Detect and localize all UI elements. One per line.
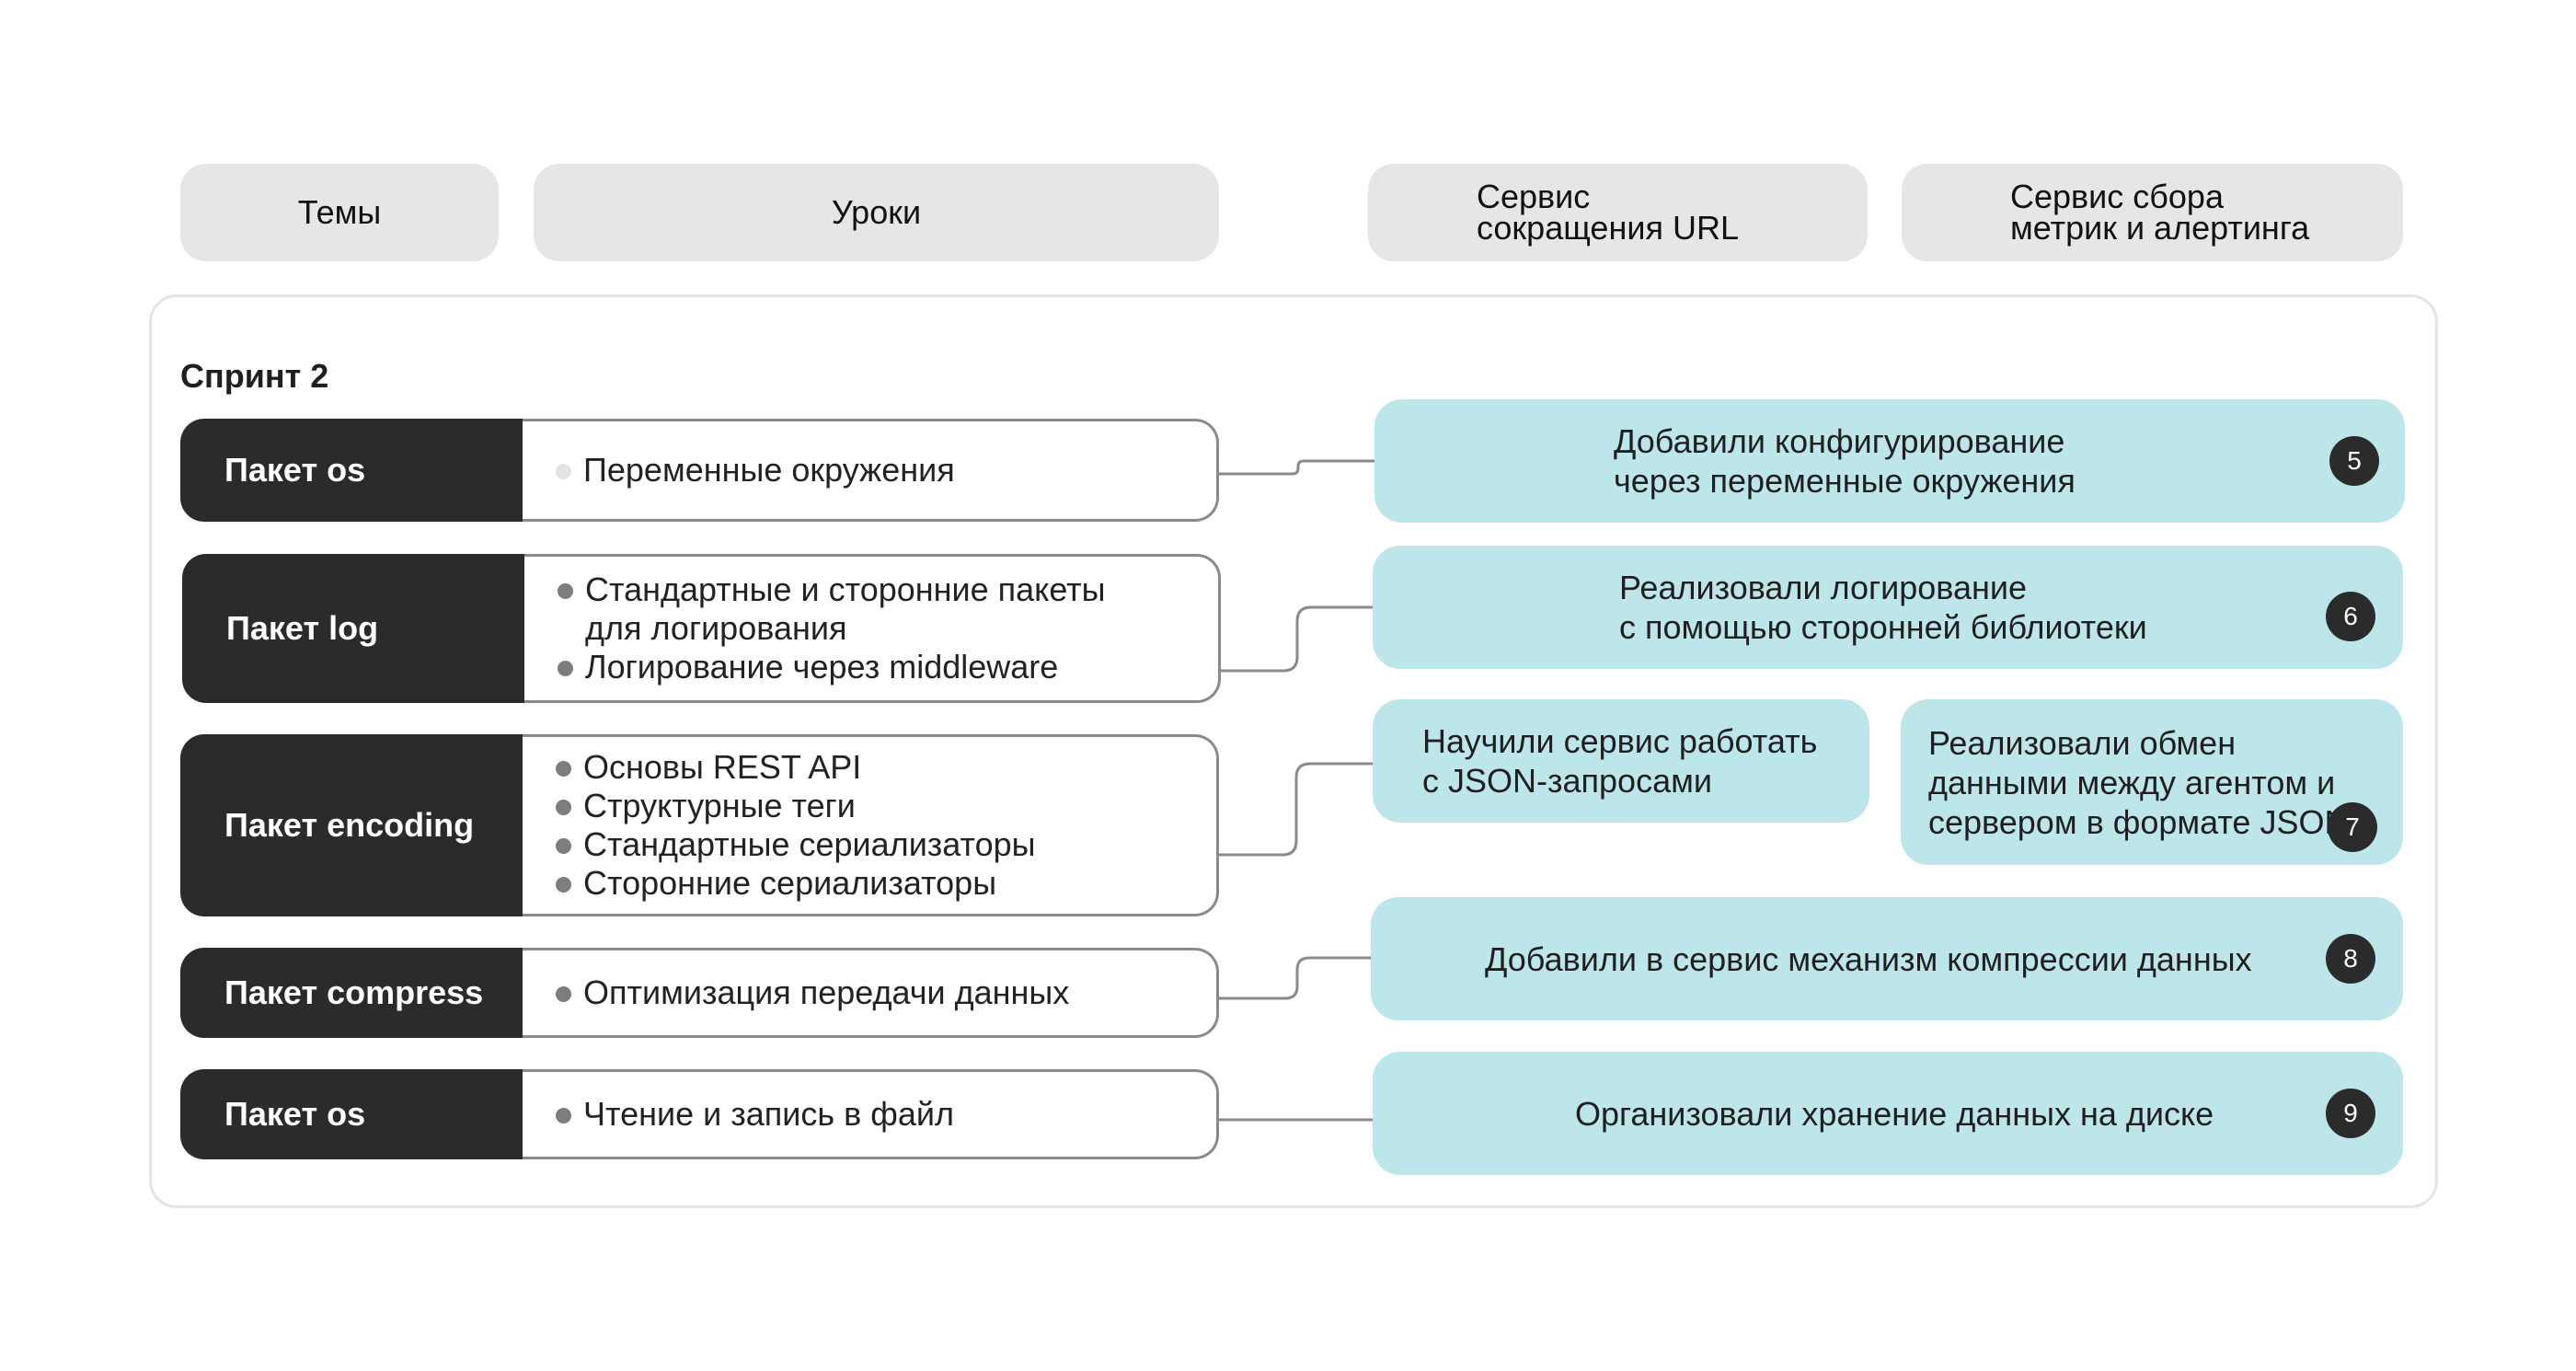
topic-label: Пакет os (224, 451, 366, 489)
result-box-json-service: Научили сервис работать с JSON-запросами (1373, 699, 1869, 823)
bullet-icon (556, 464, 571, 479)
result-box-9: Организовали хранение данных на диске 9 (1373, 1052, 2403, 1175)
topic-box-os-files: Пакет os (180, 1069, 523, 1159)
result-text: Организовали хранение данных на диске (1575, 1094, 2214, 1133)
topic-label: Пакет log (226, 609, 379, 647)
connector-1 (971, 459, 1380, 476)
result-text: Добавили конфигурирование через переменн… (1614, 422, 2076, 500)
topic-box-log: Пакет log (182, 554, 525, 703)
connector-2 (1076, 605, 1375, 673)
step-badge: 9 (2326, 1089, 2375, 1138)
lesson-box-env: Переменные окружения (523, 419, 1219, 522)
list-item: Основы REST API (556, 748, 1216, 787)
bullet-icon (556, 761, 571, 777)
topic-box-encoding: Пакет encoding (180, 734, 523, 916)
bullet-icon (556, 838, 571, 854)
topic-label: Пакет os (224, 1095, 366, 1133)
bullet-icon (558, 661, 573, 676)
lesson-box-compress: Оптимизация передачи данных (523, 948, 1219, 1038)
topic-box-compress: Пакет compress (180, 948, 523, 1038)
list-item: Стандартные и сторонние пакеты (558, 570, 1218, 609)
connector-4 (1080, 956, 1373, 1000)
topic-box-os: Пакет os (180, 419, 523, 522)
list-item: Чтение и запись в файл (556, 1095, 1216, 1134)
list-item: Стандартные сериализаторы (556, 825, 1216, 864)
list-item-continuation: для логирования (585, 609, 847, 647)
header-lessons: Уроки (534, 164, 1219, 261)
list-item: Сторонние сериализаторы (556, 864, 1216, 903)
result-box-8: Добавили в сервис механизм компрессии да… (1371, 897, 2403, 1020)
lesson-box-log: Стандартные и сторонние пакеты для логир… (524, 554, 1221, 703)
header-service-metrics: Сервис сбора метрик и алертинга (1902, 164, 2403, 261)
list-item: Логирование через middleware (558, 648, 1218, 686)
header-topics-label: Темы (297, 193, 382, 231)
bullet-icon (556, 800, 571, 815)
bullet-icon (556, 877, 571, 893)
list-item: Оптимизация передачи данных (556, 974, 1216, 1012)
step-badge: 5 (2329, 436, 2379, 486)
step-badge: 8 (2326, 934, 2375, 984)
topic-label: Пакет encoding (224, 806, 475, 844)
result-text: Реализовали обмен данными между агентом … (1928, 723, 2349, 841)
sprint-title: Спринт 2 (180, 357, 329, 395)
header-service-url-label: Сервис сокращения URL (1477, 178, 1739, 247)
topic-label: Пакет compress (224, 974, 484, 1011)
result-text: Реализовали логирование с помощью сторон… (1619, 569, 2147, 646)
result-text: Научили сервис работать с JSON-запросами (1422, 722, 1818, 800)
header-service-metrics-label: Сервис сбора метрик и алертинга (2010, 178, 2310, 247)
bullet-icon (556, 986, 571, 1002)
header-topics: Темы (180, 164, 499, 261)
list-item: Структурные теги (556, 787, 1216, 825)
step-badge: 7 (2328, 802, 2377, 852)
bullet-icon (558, 583, 573, 599)
bullet-icon (556, 1108, 571, 1123)
result-box-5: Добавили конфигурирование через переменн… (1374, 399, 2405, 523)
result-text: Добавили в сервис механизм компрессии да… (1485, 939, 2252, 978)
header-lessons-label: Уроки (831, 193, 922, 231)
list-item: Переменные окружения (556, 451, 1216, 490)
header-service-url: Сервис сокращения URL (1368, 164, 1868, 261)
result-box-7: Реализовали обмен данными между агентом … (1901, 699, 2403, 865)
lesson-box-files: Чтение и запись в файл (523, 1069, 1219, 1159)
step-badge: 6 (2326, 592, 2375, 641)
result-box-6: Реализовали логирование с помощью сторон… (1373, 546, 2403, 669)
lesson-box-encoding: Основы REST API Структурные теги Стандар… (523, 734, 1219, 916)
connector-3 (1047, 762, 1375, 857)
